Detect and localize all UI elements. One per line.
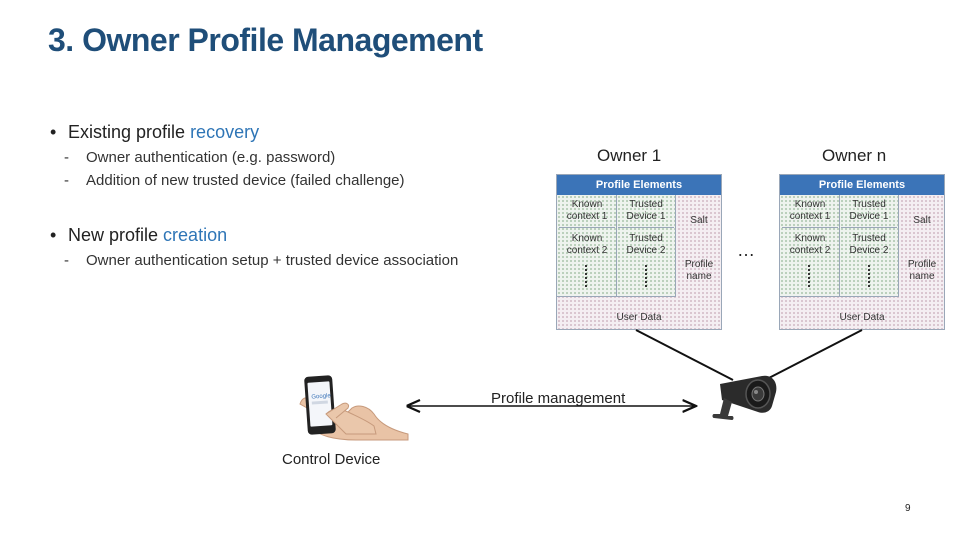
bullet-recovery: •Existing profile recovery	[50, 122, 260, 142]
owner-1-connector-line	[635, 329, 734, 381]
profile-elements-header: Profile Elements	[780, 175, 944, 195]
owner-1-label: Owner 1	[597, 146, 662, 165]
bullet-creation-accent: creation	[163, 225, 228, 245]
known-context-2-cell: Known context 2	[566, 233, 608, 256]
trusted-device-1-cell: Trusted Device 1	[618, 199, 674, 228]
sub-item-text: Addition of new trusted device (failed c…	[86, 172, 405, 189]
sub-item: -Owner authentication setup + trusted de…	[64, 252, 459, 269]
known-context-1-cell: Known context 1	[782, 199, 838, 228]
bullet-recovery-prefix: Existing profile	[68, 122, 191, 142]
trusted-device-2-cell: Trusted Device 2	[626, 233, 666, 256]
owner-1-profile-table: Profile Elements Known context 1 Trusted…	[556, 174, 722, 330]
slide-title: 3. Owner Profile Management	[48, 22, 483, 58]
sub-item-text: Owner authentication setup + trusted dev…	[86, 252, 459, 269]
bullet-creation: •New profile creation	[50, 225, 228, 245]
vertical-ellipsis-icon	[585, 265, 590, 287]
vertical-ellipsis-icon	[808, 265, 813, 287]
owner-n-profile-table: Profile Elements Known context 1 Trusted…	[779, 174, 945, 330]
bullet-recovery-accent: recovery	[190, 122, 260, 142]
sub-item: -Addition of new trusted device (failed …	[64, 172, 405, 189]
control-device-label: Control Device	[282, 451, 381, 468]
known-context-1-cell: Known context 1	[559, 199, 615, 228]
sub-item-text: Owner authentication (e.g. password)	[86, 149, 336, 166]
profile-name-cell: Profile name	[684, 259, 714, 282]
owner-n-label: Owner n	[822, 146, 887, 165]
user-data-cell: User Data	[839, 312, 885, 323]
vertical-ellipsis-icon	[868, 265, 873, 287]
owners-ellipsis: …	[737, 240, 755, 260]
profile-name-cell: Profile name	[907, 259, 937, 282]
trusted-device-1-cell: Trusted Device 1	[841, 199, 897, 228]
profile-elements-header: Profile Elements	[557, 175, 721, 195]
sub-item: -Owner authentication (e.g. password)	[64, 149, 336, 166]
hand-holding-phone-icon: Google	[299, 375, 409, 441]
page-number: 9	[905, 503, 911, 514]
bullet-creation-prefix: New profile	[68, 225, 164, 245]
trusted-device-2-cell: Trusted Device 2	[849, 233, 889, 256]
vertical-ellipsis-icon	[645, 265, 650, 287]
known-context-2-cell: Known context 2	[789, 233, 831, 256]
owner-n-connector-line	[764, 329, 863, 381]
svg-text:Google: Google	[311, 393, 331, 400]
security-camera-icon	[712, 375, 777, 420]
profile-management-label: Profile management	[491, 390, 626, 407]
salt-cell: Salt	[690, 215, 708, 226]
salt-cell: Salt	[913, 215, 931, 226]
user-data-cell: User Data	[616, 312, 662, 323]
